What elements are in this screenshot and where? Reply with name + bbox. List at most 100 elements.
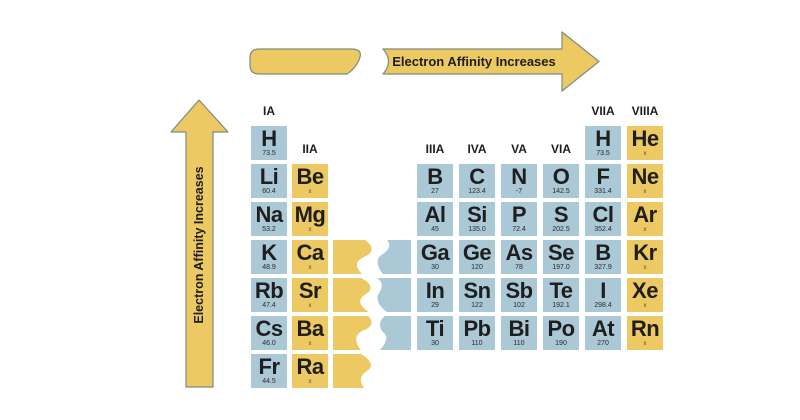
element-value: 73.5 <box>262 150 276 157</box>
horizontal-arrow-tail <box>249 48 361 75</box>
group-header-iiia: IIIA <box>425 142 445 156</box>
element-symbol: Kr <box>633 240 657 265</box>
element-value: 352.4 <box>594 226 612 233</box>
element-symbol: Si <box>467 202 487 227</box>
element-value: 72.4 <box>512 226 526 233</box>
element-value: x <box>643 227 647 233</box>
element-symbol: Ba <box>296 316 324 341</box>
group-header-via: VIA <box>550 142 571 156</box>
element-value: 123.4 <box>468 188 486 195</box>
element-value: 270 <box>597 340 609 347</box>
element-symbol: At <box>591 316 615 341</box>
element-symbol: He <box>631 126 659 151</box>
element-cell-n-r2c7: N-7 <box>501 164 537 198</box>
element-symbol: S <box>553 202 569 227</box>
element-symbol: I <box>600 278 606 303</box>
element-value: 298.4 <box>594 302 612 309</box>
element-symbol: Ca <box>296 240 324 265</box>
element-value: 30 <box>431 340 439 347</box>
element-symbol: Li <box>259 164 279 189</box>
element-value: 102 <box>513 302 525 309</box>
element-value: 202.5 <box>552 226 570 233</box>
element-symbol: N <box>511 164 527 189</box>
element-value: 29 <box>431 302 439 309</box>
element-value: x <box>308 379 312 385</box>
element-value: x <box>308 265 312 271</box>
element-symbol: B <box>427 164 443 189</box>
element-value: 197.0 <box>552 264 570 271</box>
horizontal-arrow-label: Electron Affinity Increases <box>392 54 556 69</box>
element-symbol: Ti <box>425 316 445 341</box>
group-header-viiia: VIIIA <box>631 104 659 118</box>
element-symbol: P <box>511 202 527 227</box>
element-value: x <box>643 341 647 347</box>
element-value: 73.5 <box>596 150 610 157</box>
element-symbol: Xe <box>632 278 658 303</box>
break-stub-blue-row4 <box>377 240 411 274</box>
element-symbol: Sn <box>463 278 491 303</box>
element-symbol: Bi <box>508 316 531 341</box>
horizontal-arrow-head <box>382 31 600 92</box>
element-symbol: Cs <box>255 316 283 341</box>
element-value: 60.4 <box>262 188 276 195</box>
vertical-arrow-label: Electron Affinity Increases <box>192 166 206 324</box>
element-symbol: O <box>552 164 570 189</box>
element-value: 142.5 <box>552 188 570 195</box>
element-symbol: Cl <box>592 202 615 227</box>
element-symbol: C <box>469 164 485 189</box>
element-symbol: Be <box>296 164 324 189</box>
element-value: 45 <box>431 226 439 233</box>
element-value: 110 <box>471 340 483 347</box>
element-value: 110 <box>513 340 525 347</box>
break-stub-blue-row5 <box>377 278 411 312</box>
element-symbol: H <box>261 126 277 151</box>
vertical-arrow <box>170 99 229 388</box>
element-symbol: Fr <box>258 354 281 379</box>
element-value: 120 <box>471 264 483 271</box>
element-value: 27 <box>431 188 439 195</box>
element-symbol: Rb <box>254 278 284 303</box>
element-value: x <box>643 189 647 195</box>
element-symbol: Ga <box>420 240 450 265</box>
element-value: 47.4 <box>262 302 276 309</box>
element-symbol: Ar <box>633 202 657 227</box>
element-symbol: Te <box>549 278 573 303</box>
element-value: 331.4 <box>594 188 612 195</box>
element-value: x <box>643 265 647 271</box>
element-value: x <box>308 303 312 309</box>
